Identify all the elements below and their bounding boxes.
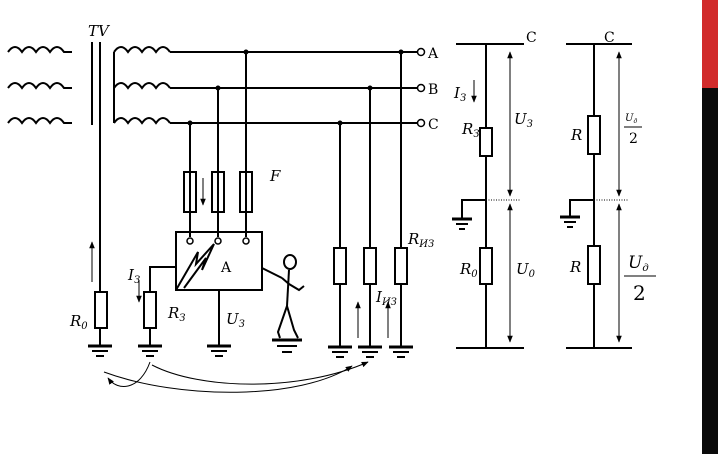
phase-lines: [170, 47, 426, 128]
rz-left-label: RЗ: [167, 304, 186, 324]
fuses: [183, 171, 253, 237]
scheme1-phase-label: C: [526, 30, 537, 46]
uz-device-label: UЗ: [226, 310, 245, 330]
electrical-device: [175, 231, 263, 357]
accent-bar-red: [702, 0, 718, 88]
equivalent-scheme-1: [452, 43, 524, 349]
transformer: [7, 42, 171, 125]
equivalent-scheme-2: [560, 43, 656, 349]
insulation-resistances: [328, 49, 413, 358]
scheme2-r-bottom-label: R: [569, 258, 581, 276]
fuse-label: F: [269, 167, 281, 185]
transformer-label: TV: [88, 22, 111, 40]
scheme1-iz-label: IЗ: [453, 84, 466, 104]
ground-current-arrows: [103, 361, 369, 393]
neutral-grounding: [88, 125, 112, 357]
r0-label: R0: [69, 312, 88, 332]
scheme1-rz-label: RЗ: [461, 120, 480, 140]
iz-left-label: IЗ: [127, 266, 140, 286]
scheme1-uz-label: UЗ: [514, 110, 533, 130]
scheme2-u-bottom-den: 2: [633, 281, 646, 305]
fuse-drops: [187, 49, 249, 172]
riz-label: RИЗ: [407, 230, 434, 250]
phase-label-a: A: [427, 46, 439, 62]
phase-label-c: C: [428, 117, 439, 133]
fault-grounding: [136, 266, 176, 357]
phase-label-b: B: [428, 82, 438, 98]
scheme2-u-top-den: 2: [629, 131, 638, 147]
accent-bar-black: [702, 88, 718, 454]
scheme2-u-bottom-num: Uд: [628, 253, 649, 274]
device-label: A: [220, 260, 232, 276]
scheme1-u0-label: U0: [516, 260, 536, 280]
scheme1-r0-label: R0: [459, 260, 478, 280]
scheme2-r-top-label: R: [570, 126, 582, 144]
iiz-label: IИЗ: [375, 288, 397, 308]
scheme2-u-top-num: Uд: [625, 113, 637, 125]
scheme2-phase-label: C: [604, 30, 615, 46]
person-figure: [261, 254, 305, 353]
